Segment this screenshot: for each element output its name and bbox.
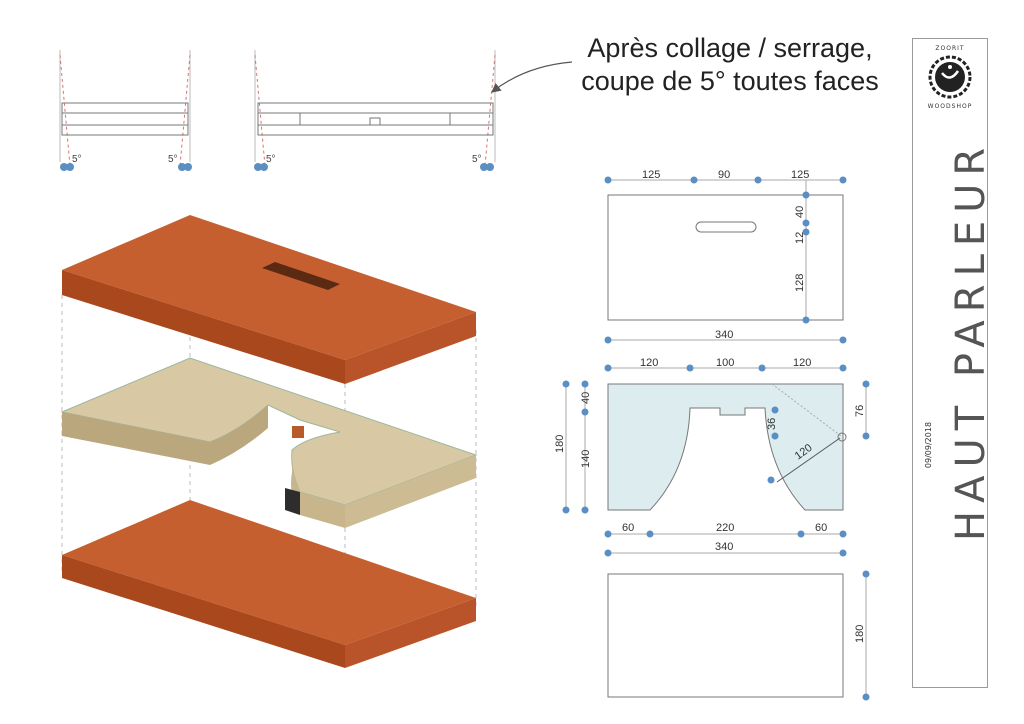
dim-label: 40 <box>794 206 806 218</box>
bottom-panel-plan <box>607 573 867 698</box>
dim-label: 180 <box>554 435 566 453</box>
side-view-right <box>254 50 496 167</box>
angle-label: 5° <box>472 154 482 165</box>
dim-label: 340 <box>715 541 733 553</box>
callout-arrow <box>491 61 573 93</box>
dim-label: 140 <box>580 450 592 468</box>
dim-label: 100 <box>716 357 734 369</box>
side-view-left <box>59 50 191 167</box>
dim-label: 128 <box>794 274 806 292</box>
brand-top-text: ZOORIT <box>935 45 965 52</box>
top-panel-plan <box>607 179 844 341</box>
brand-bottom-text: WOODSHOP <box>927 103 973 110</box>
angle-label: 5° <box>72 154 82 165</box>
dim-label: 12 <box>794 232 806 244</box>
middle-frame-3d <box>60 357 478 528</box>
title-block: ZOORIT WOODSHOP HAUT PARLEUR 09/09/2018 <box>912 38 994 688</box>
dimension-dots <box>562 176 870 701</box>
cut-note-line1: Après collage / serrage, <box>587 33 873 63</box>
dim-label: 36 <box>766 418 778 430</box>
project-date: 09/09/2018 <box>924 421 933 469</box>
side-view-angle-dots <box>60 163 494 171</box>
dim-label: 60 <box>815 522 827 534</box>
dim-label: 125 <box>791 169 809 181</box>
middle-panel-plan <box>565 367 867 554</box>
angle-label: 5° <box>168 154 178 165</box>
cut-note-line2: coupe de 5° toutes faces <box>581 66 879 96</box>
dim-label: 120 <box>640 357 658 369</box>
dim-label: 120 <box>793 357 811 369</box>
top-panel-3d <box>62 215 476 384</box>
dim-label: 220 <box>716 522 734 534</box>
dim-label: 90 <box>718 169 730 181</box>
dim-label: 40 <box>580 392 592 404</box>
bottom-panel-3d <box>62 500 476 668</box>
dim-label: 60 <box>622 522 634 534</box>
cut-note: Après collage / serrage, coupe de 5° tou… <box>560 32 900 98</box>
handle-slot <box>262 262 340 290</box>
dim-label: 125 <box>642 169 660 181</box>
saw-blade-logo-icon <box>928 55 972 99</box>
dim-label: 180 <box>854 625 866 643</box>
angle-label: 5° <box>266 154 276 165</box>
dim-label: 340 <box>715 329 733 341</box>
center-block <box>292 426 304 438</box>
project-title: HAUT PARLEUR <box>948 139 994 541</box>
dim-label: 76 <box>854 405 866 417</box>
